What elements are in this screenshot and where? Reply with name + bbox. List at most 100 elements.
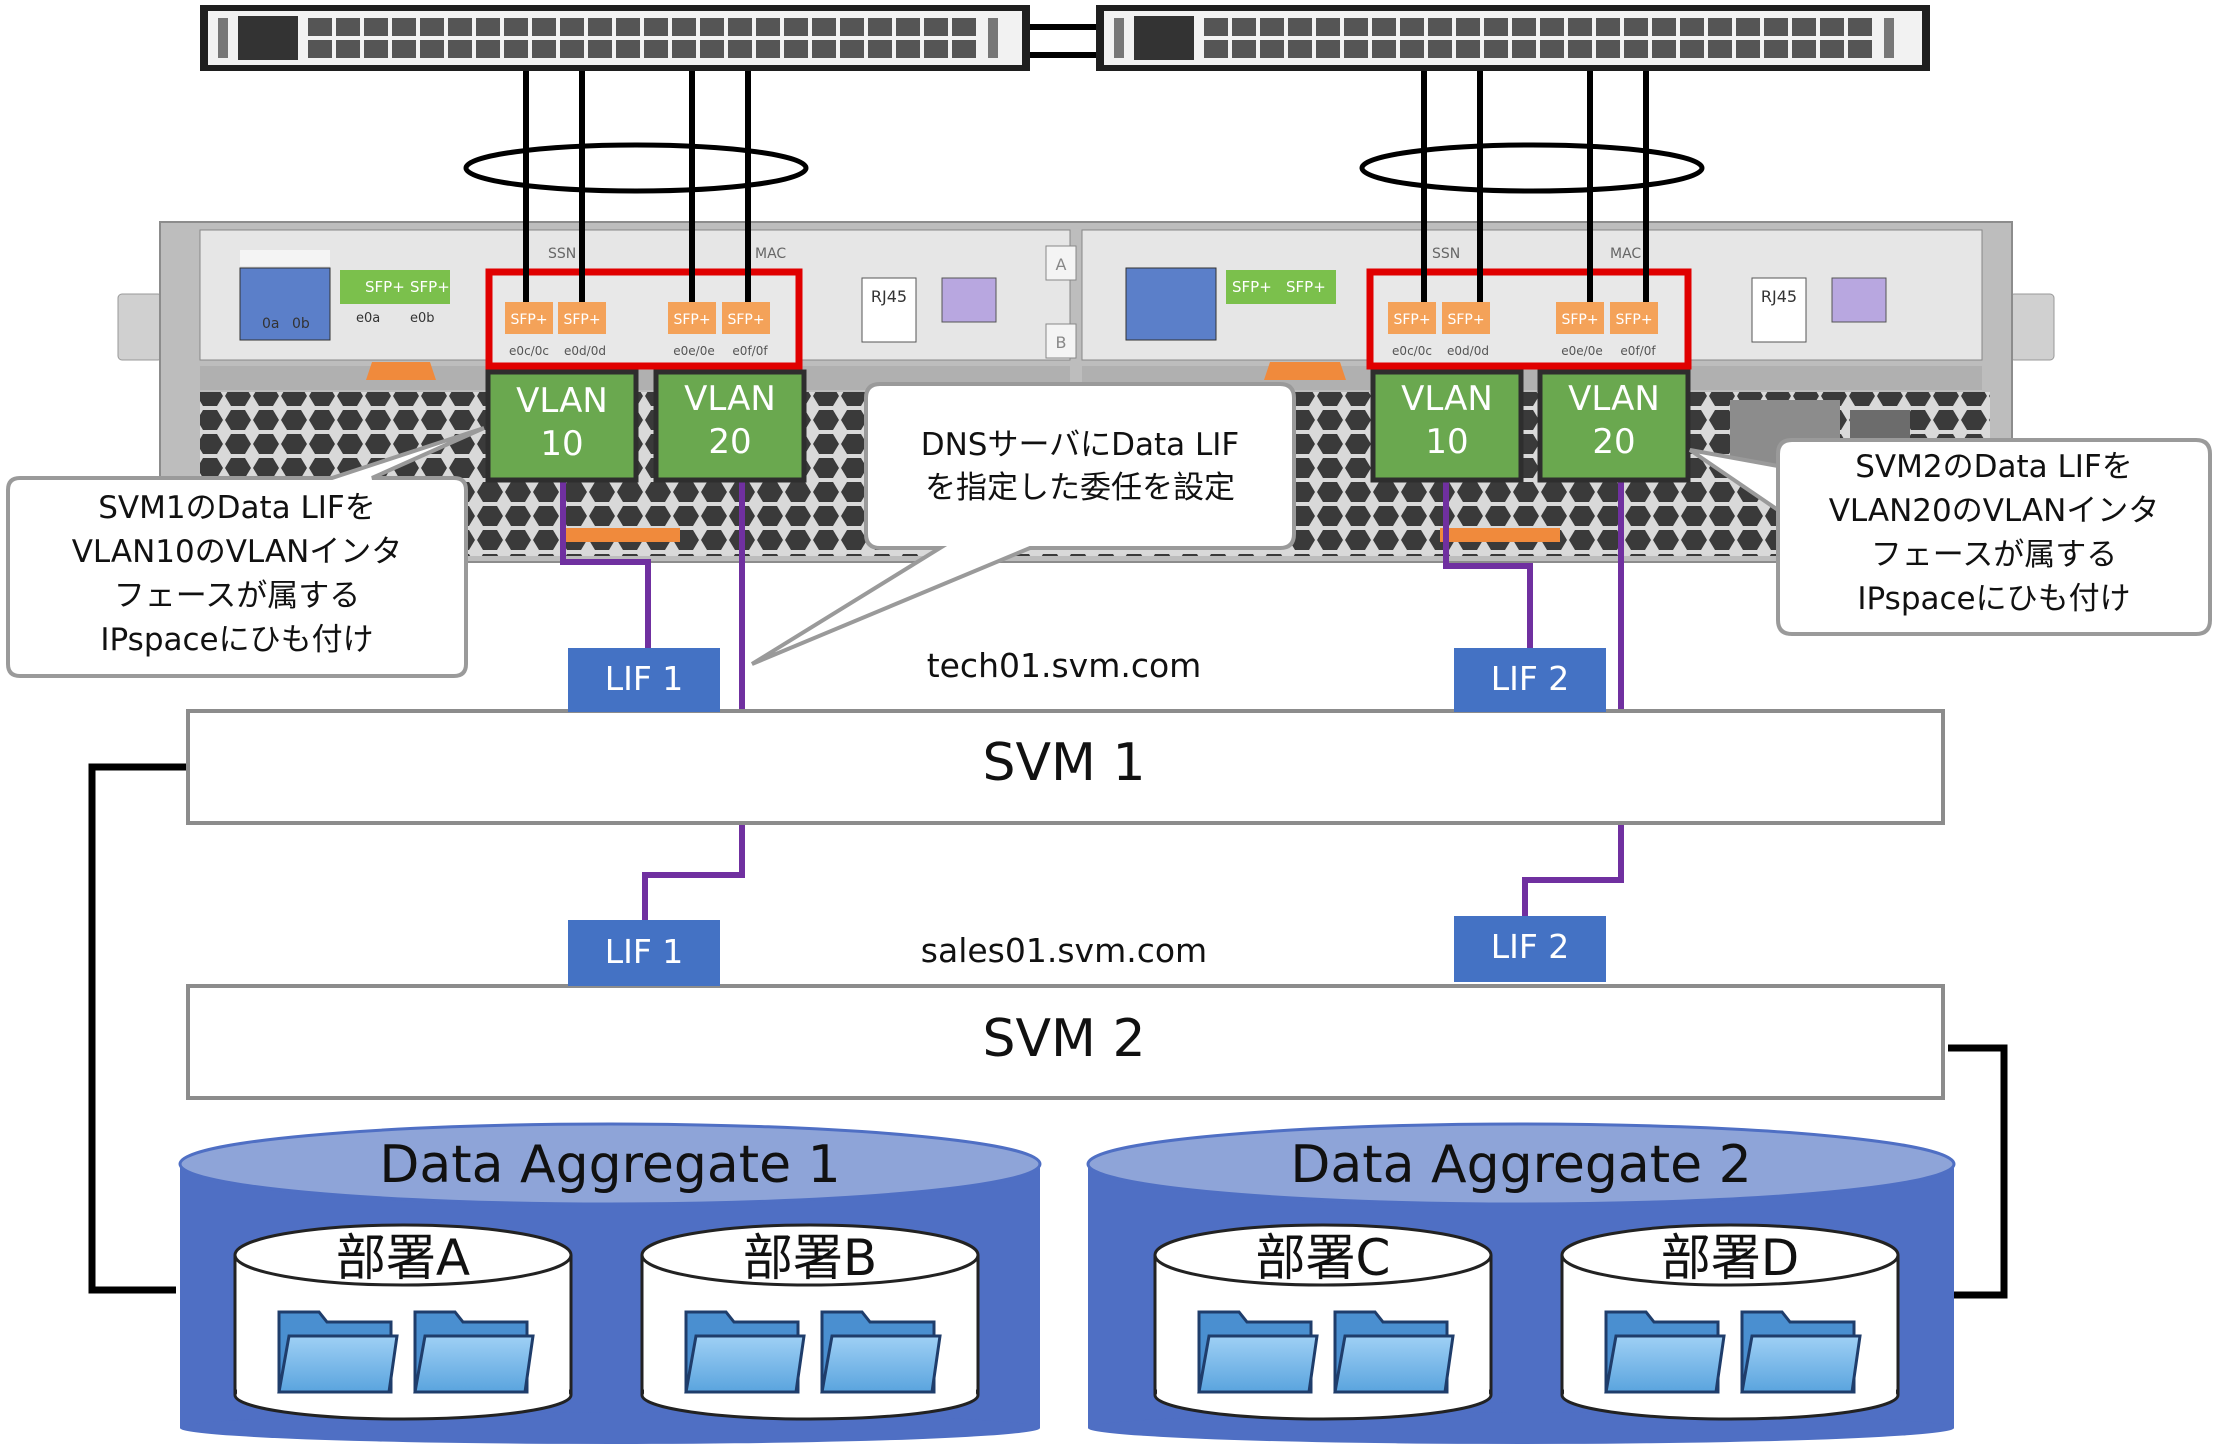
port-group-right: SFP+ SFP+ SFP+ SFP+ e0c/0c e0d/0d e0e/0e…	[1366, 268, 1692, 370]
aggregate-title: Data Aggregate 1	[379, 1135, 840, 1195]
svg-text:DNSサーバにData LIF: DNSサーバにData LIF	[921, 427, 1240, 463]
svg-text:VLAN20のVLANインタ: VLAN20のVLANインタ	[1829, 493, 2160, 529]
svg-text:SVM2のData LIFを: SVM2のData LIFを	[1855, 449, 2132, 485]
svm1-domain: tech01.svm.com	[927, 646, 1202, 685]
svg-text:SFP+: SFP+	[1286, 278, 1326, 296]
svg-text:IPspaceにひも付け: IPspaceにひも付け	[1857, 581, 2130, 617]
folder-icon	[1740, 1310, 1862, 1394]
aggregate-title: Data Aggregate 2	[1290, 1135, 1751, 1195]
port-label: SFP+	[673, 312, 710, 328]
svg-text:を指定した委任を設定: を指定した委任を設定	[925, 470, 1235, 506]
lif-box	[1454, 648, 1606, 712]
lif-links	[560, 480, 1624, 925]
volume-dept-a: 部署A	[233, 1223, 573, 1421]
volume-label: 部署C	[1256, 1229, 1391, 1287]
port-label: SFP+	[1447, 312, 1484, 328]
svg-text:フェースが属する: フェースが属する	[1871, 537, 2117, 573]
volume-dept-d: 部署D	[1560, 1223, 1900, 1421]
svg-text:LIF 2: LIF 2	[1491, 927, 1570, 966]
svm2-label: SVM 2	[982, 1009, 1145, 1069]
svg-text:LIF 2: LIF 2	[1491, 659, 1570, 698]
svm1-label: SVM 1	[982, 733, 1145, 793]
lif-box	[1454, 916, 1606, 982]
svg-text:20: 20	[1592, 422, 1635, 462]
svg-text:e0e/0e: e0e/0e	[673, 344, 714, 358]
svg-text:RJ45: RJ45	[871, 287, 907, 306]
svm2-box	[186, 984, 1945, 1100]
volume-dept-b: 部署B	[640, 1223, 980, 1421]
svg-text:フェースが属する: フェースが属する	[114, 578, 360, 614]
svm1-aggregate-link	[88, 763, 188, 1294]
port-label: SFP+	[727, 312, 764, 328]
svg-text:RJ45: RJ45	[1761, 287, 1797, 306]
svg-text:20: 20	[708, 422, 751, 462]
svg-text:10: 10	[1425, 422, 1468, 462]
svg-text:e0e/0e: e0e/0e	[1561, 344, 1602, 358]
svg-text:IPspaceにひも付け: IPspaceにひも付け	[100, 622, 373, 658]
svg-text:VLAN: VLAN	[516, 381, 608, 421]
svg-text:SSN: SSN	[1432, 246, 1460, 262]
port-label: SFP+	[510, 312, 547, 328]
switch-left	[200, 5, 1030, 71]
svg-text:e0f/0f: e0f/0f	[732, 344, 768, 358]
svg-text:VLAN: VLAN	[1568, 379, 1660, 419]
svg-text:SVM1のData LIFを: SVM1のData LIFを	[98, 490, 375, 526]
svg-text:0b: 0b	[292, 316, 310, 332]
svg-text:MAC: MAC	[755, 246, 786, 262]
lif-box	[568, 648, 720, 712]
folder-icon	[684, 1310, 806, 1394]
port-group-left: SFP+ SFP+ SFP+ SFP+ e0c/0c e0d/0d e0e/0e…	[485, 268, 803, 370]
lag-ellipse-left	[463, 142, 809, 194]
port-label: SFP+	[1561, 312, 1598, 328]
svg-text:B: B	[1056, 333, 1067, 352]
port-label: SFP+	[1393, 312, 1430, 328]
folder-icon	[1333, 1310, 1455, 1394]
vlan-box: VLAN 10	[485, 369, 639, 483]
callout-middle: DNSサーバにData LIF を指定した委任を設定	[750, 382, 1296, 666]
label-b-box	[1045, 323, 1077, 359]
lag-ellipse-right	[1359, 142, 1705, 194]
svg-text:e0c/0c: e0c/0c	[1392, 344, 1432, 358]
vlan-box: VLAN 10	[1370, 369, 1524, 483]
svm2-domain: sales01.svm.com	[921, 931, 1207, 970]
volume-label: 部署B	[743, 1229, 877, 1287]
folder-icon	[820, 1310, 942, 1394]
volume-dept-c: 部署C	[1153, 1223, 1493, 1421]
svg-text:VLAN: VLAN	[1401, 379, 1493, 419]
svg-text:e0d/0d: e0d/0d	[564, 344, 606, 358]
svg-text:LIF 1: LIF 1	[605, 659, 684, 698]
vlan-box: VLAN 20	[653, 369, 807, 483]
svg-text:MAC: MAC	[1610, 246, 1641, 262]
red-port-box-left	[485, 268, 803, 370]
port-label: SFP+	[1615, 312, 1652, 328]
svg-text:0a: 0a	[262, 316, 280, 332]
vlan-box: VLAN 20	[1537, 369, 1691, 483]
svg-text:A: A	[1056, 255, 1067, 274]
svm1-box	[186, 709, 1945, 825]
switch-right	[1096, 5, 1930, 71]
svg-text:e0d/0d: e0d/0d	[1447, 344, 1489, 358]
svm2-aggregate-link	[1948, 1044, 2008, 1299]
folder-icon	[1197, 1310, 1319, 1394]
svg-text:SSN: SSN	[548, 246, 576, 262]
folder-icon	[413, 1310, 535, 1394]
callout-left: SVM1のData LIFを VLAN10のVLANインタ フェースが属する I…	[6, 426, 485, 678]
folder-icon	[277, 1310, 399, 1394]
svg-text:VLAN10のVLANインタ: VLAN10のVLANインタ	[72, 534, 403, 570]
svg-text:VLAN: VLAN	[684, 379, 776, 419]
lif-box	[568, 920, 720, 986]
svg-text:e0c/0c: e0c/0c	[509, 344, 549, 358]
svg-text:10: 10	[540, 424, 583, 464]
label-a-box	[1045, 245, 1077, 281]
port-label: SFP+	[563, 312, 600, 328]
svg-text:SFP+: SFP+	[410, 278, 450, 296]
folder-icon	[1604, 1310, 1726, 1394]
svg-text:e0f/0f: e0f/0f	[1620, 344, 1656, 358]
svg-text:LIF 1: LIF 1	[605, 932, 684, 971]
svg-text:SFP+: SFP+	[365, 278, 405, 296]
svg-text:e0a: e0a	[356, 311, 380, 326]
svg-text:e0b: e0b	[410, 311, 435, 326]
red-port-box-right	[1366, 268, 1692, 370]
svg-text:SFP+: SFP+	[1232, 278, 1272, 296]
